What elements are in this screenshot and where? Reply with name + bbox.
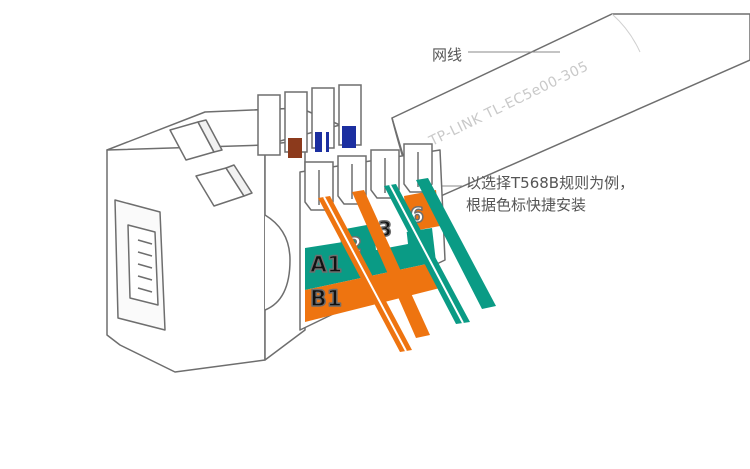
wires [318,178,496,352]
row-label-a1: A1 [310,253,342,278]
cable-label: 网线 [432,46,463,64]
keystone-jack [106,107,341,373]
network-cable: TP-LINK TL-EC5e00-305 [391,13,750,208]
wiring-note-line2: 根据色标快捷安装 [466,196,587,214]
row-label-b1: B1 [310,287,342,312]
wiring-note-line1: 以选择T568B规则为例， [466,174,635,192]
rj45-port [114,199,166,331]
back-terminals [257,84,362,158]
wiring-note: 以选择T568B规则为例， 根据色标快捷安装 [466,172,634,216]
